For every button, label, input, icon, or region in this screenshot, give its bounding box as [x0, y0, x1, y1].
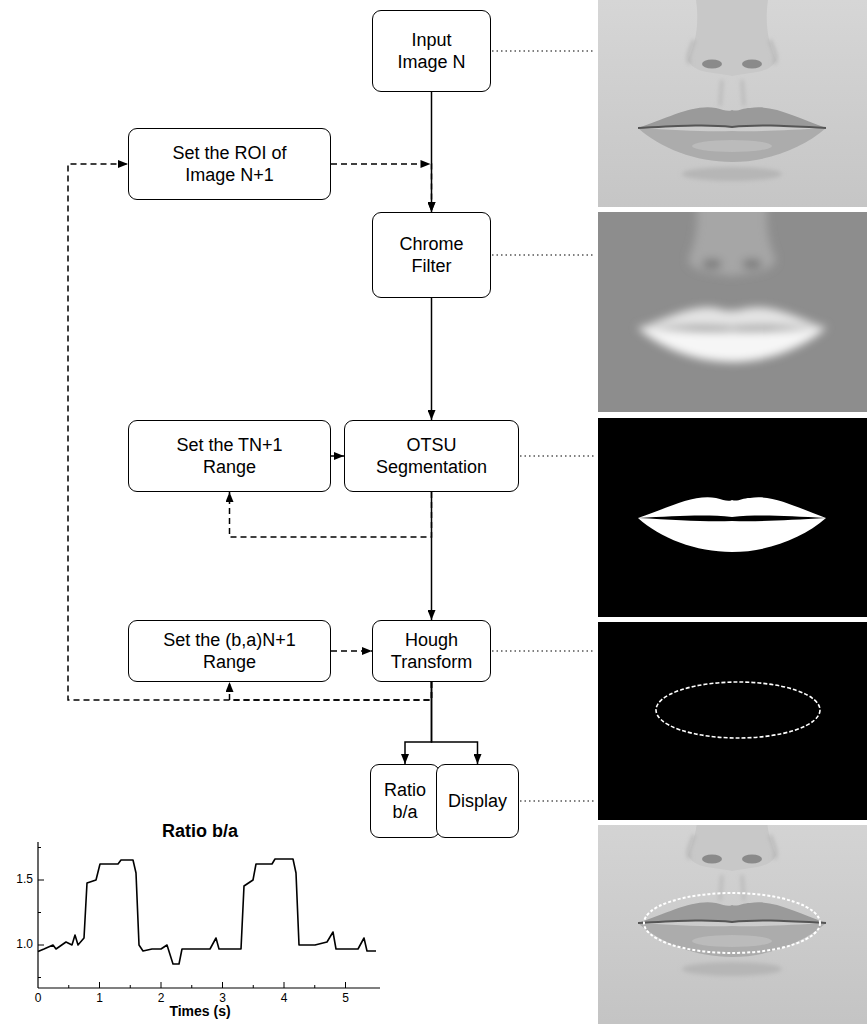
process-box: Set the TN+1 Range: [128, 420, 331, 492]
connector-line: [331, 164, 432, 212]
process-box: Input Image N: [372, 10, 491, 92]
axis-tick-label: 5: [342, 992, 349, 1005]
process-box: Ratio b/a: [370, 764, 440, 838]
connector-line: [431, 92, 433, 212]
box-text: Chrome Filter: [387, 233, 476, 278]
input-photo: [598, 0, 867, 240]
axis-tick-label: 0: [35, 992, 42, 1005]
feedback-arrow: [331, 651, 372, 652]
axis-tick-label: 1: [96, 992, 103, 1005]
box-text: Set the TN+1 Range: [154, 434, 305, 479]
axis-tick-label: 2: [158, 992, 165, 1005]
box-text: Set the ROI of Image N+1: [154, 142, 305, 187]
process-box: OTSU Segmentation: [344, 420, 519, 492]
flow-arrow: [432, 682, 478, 764]
feedback-arrow: [230, 492, 432, 537]
feedback-arrow: [331, 160, 432, 212]
axis-tick-label: 1.5: [16, 873, 33, 886]
process-box: Set the (b,a)N+1 Range: [128, 620, 331, 682]
connector-line: [230, 682, 432, 700]
box-text: Ratio b/a: [377, 779, 433, 824]
axis-tick-label: 1.0: [16, 938, 33, 951]
flow-arrow: [405, 682, 432, 764]
connector-line: [331, 455, 344, 457]
box-text: Hough Transform: [385, 629, 478, 674]
chrome-filter-image: [598, 200, 867, 412]
process-box: Hough Transform: [372, 620, 491, 682]
connector-line: [405, 682, 432, 764]
box-text: OTSU Segmentation: [366, 434, 497, 479]
connector-line: [431, 298, 433, 420]
feedback-arrow: [230, 682, 432, 700]
ratio-chart: [38, 842, 380, 988]
feedback-arrow: [331, 456, 344, 457]
process-box: Chrome Filter: [372, 212, 491, 298]
box-text: Input Image N: [387, 29, 476, 74]
hough-ellipse-image: [598, 622, 867, 820]
flow-arrow: [431, 492, 432, 620]
axis-title: Times (s): [169, 1004, 230, 1019]
connector-line: [432, 682, 478, 764]
junction-arrowhead: [421, 160, 431, 168]
process-box: Set the ROI of Image N+1: [128, 128, 331, 200]
axis-tick-label: 4: [281, 992, 288, 1005]
box-text: Set the (b,a)N+1 Range: [154, 629, 305, 674]
chart-title: Ratio b/a: [162, 822, 238, 842]
connector-line: [431, 492, 433, 620]
process-box: Display: [436, 764, 519, 838]
segmentation-image: [598, 418, 867, 617]
box-text: Display: [443, 790, 512, 813]
flow-arrow: [431, 298, 432, 420]
display-photo: [598, 795, 867, 1024]
flow-arrow: [431, 92, 432, 212]
connector-line: [331, 650, 372, 652]
connector-line: [230, 492, 432, 537]
